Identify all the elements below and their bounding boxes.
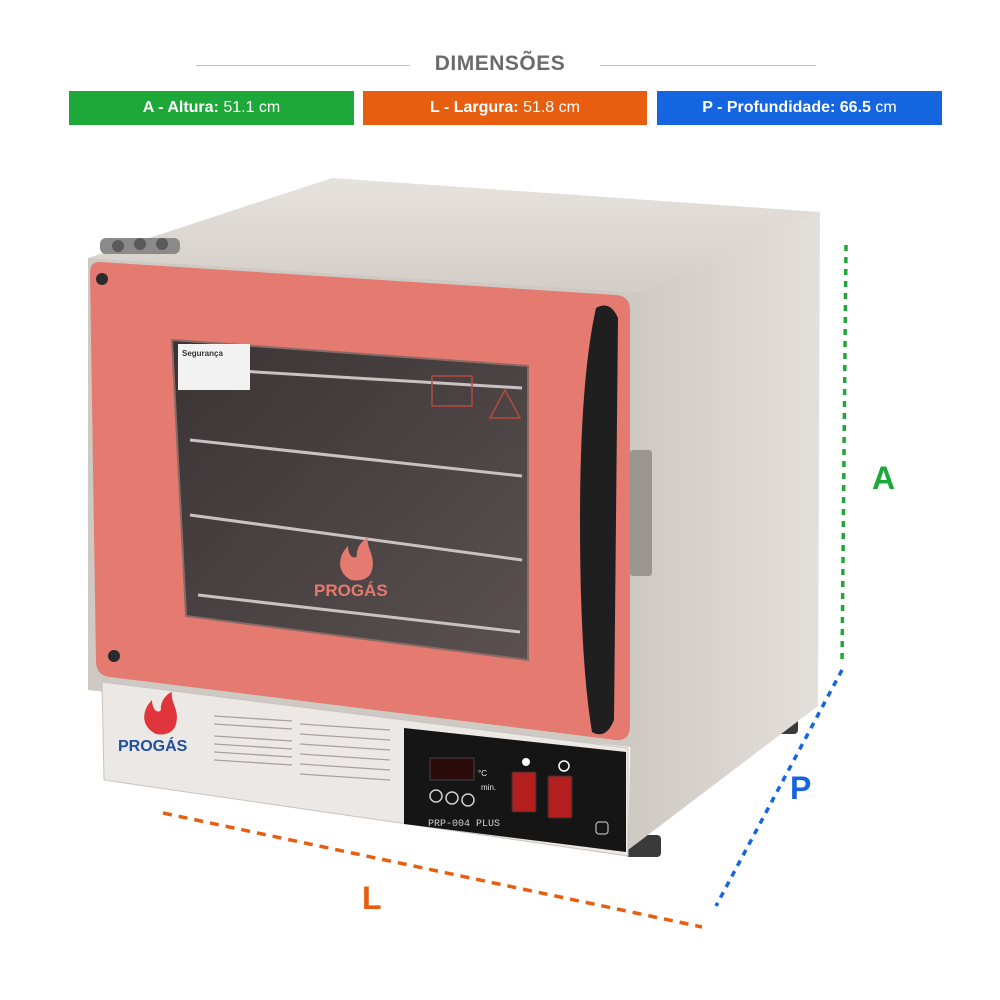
light-bulb-icon xyxy=(522,758,530,766)
oven-racks xyxy=(189,366,523,634)
base-info-text-lines xyxy=(213,715,391,781)
depth-letter: P xyxy=(790,770,812,806)
oven-side xyxy=(628,212,820,850)
light-switch[interactable] xyxy=(511,771,537,813)
width-letter: L xyxy=(362,880,382,916)
height-dimension-line xyxy=(840,244,848,666)
temperature-display[interactable] xyxy=(429,757,475,781)
base-flame-icon xyxy=(144,692,177,735)
dimensions-title: DIMENSÕES xyxy=(434,52,566,75)
control-down-button[interactable] xyxy=(429,789,443,803)
oven-top xyxy=(88,178,820,292)
width-badge-label: L - Largura: xyxy=(430,99,519,116)
depth-dimension-line xyxy=(714,669,844,907)
control-set-button[interactable] xyxy=(461,793,475,807)
door-latch xyxy=(630,450,652,576)
door-handle xyxy=(580,305,618,735)
safety-label xyxy=(178,344,250,390)
temp-unit-label: °C xyxy=(478,769,487,778)
window-brand-text: PROGÁS xyxy=(314,581,388,600)
height-badge: A - Altura: 51.1 cm xyxy=(69,91,354,125)
time-unit-label: min. xyxy=(481,783,496,792)
depth-badge-value: 66.5 xyxy=(839,99,871,116)
control-up-button[interactable] xyxy=(445,791,459,805)
warning-sticker-left xyxy=(431,375,473,407)
door-screw-top xyxy=(96,273,108,285)
door-screw-bottom xyxy=(108,650,120,662)
depth-badge-unit: cm xyxy=(875,99,897,116)
width-badge: L - Largura: 51.8 cm xyxy=(363,91,647,125)
warning-sticker-right xyxy=(488,388,522,419)
base-brand-text: PROGÁS xyxy=(118,736,188,755)
header-divider-left xyxy=(196,65,410,66)
width-dimension-line xyxy=(162,811,703,929)
settings-icon xyxy=(595,821,609,835)
dimensions-header: DIMENSÕES xyxy=(0,48,1000,82)
window-flame-icon xyxy=(340,538,373,581)
height-badge-label: A - Altura: xyxy=(142,99,219,116)
depth-badge-label: P - Profundidade: xyxy=(702,99,836,116)
door-window xyxy=(170,338,529,662)
header-divider-right xyxy=(600,65,816,66)
door-hinge xyxy=(100,238,180,254)
power-switch[interactable] xyxy=(547,775,573,819)
height-badge-value: 51.1 cm xyxy=(223,99,281,116)
power-icon xyxy=(558,760,570,772)
safety-label-text: Segurança xyxy=(182,349,223,358)
width-badge-value: 51.8 cm xyxy=(523,99,580,116)
height-letter: A xyxy=(872,460,896,496)
model-label: PRP-004 PLUS xyxy=(428,819,500,830)
depth-badge: P - Profundidade: 66.5 cm xyxy=(657,91,942,125)
